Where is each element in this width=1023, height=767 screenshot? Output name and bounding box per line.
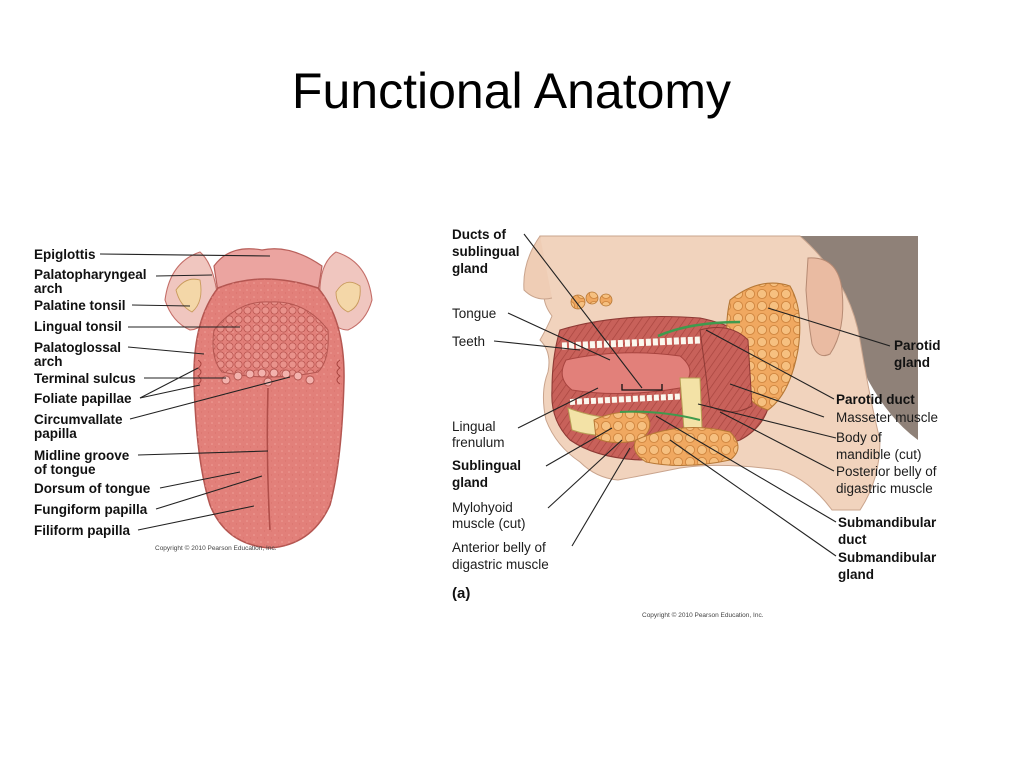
label-midline-groove: Midline groove <box>34 448 130 463</box>
label-sublingual-gland: Sublingual <box>452 458 521 473</box>
label-submandibular-gland: Submandibular <box>838 550 937 565</box>
label-fungiform-papilla: Fungiform papilla <box>34 502 148 517</box>
tongue-labels: Epiglottis Palatopharyngeal arch Palatin… <box>34 247 277 552</box>
label-circumvallate-papilla-line2: papilla <box>34 426 77 441</box>
label-lingual-frenulum: Lingual <box>452 419 496 434</box>
label-posterior-belly-digastric-line2: digastric muscle <box>836 481 933 496</box>
label-teeth: Teeth <box>452 334 485 349</box>
slide-title: Functional Anatomy <box>291 63 732 119</box>
label-lingual-frenulum-line2: frenulum <box>452 435 505 450</box>
label-circumvallate-papilla: Circumvallate <box>34 412 123 427</box>
label-posterior-belly-digastric: Posterior belly of <box>836 464 937 479</box>
label-anterior-belly-digastric-line2: digastric muscle <box>452 557 549 572</box>
label-ducts-line3: gland <box>452 261 488 276</box>
label-palatoglossal-arch: Palatoglossal <box>34 340 121 355</box>
label-body-of-mandible: Body of <box>836 430 882 445</box>
label-palatopharyngeal-arch-line2: arch <box>34 281 63 296</box>
tongue-illustration <box>164 248 373 549</box>
label-submandibular-duct: Submandibular <box>838 515 937 530</box>
label-foliate-papillae: Foliate papillae <box>34 391 132 406</box>
label-ducts-of-sublingual-gland: Ducts of <box>452 227 507 242</box>
label-midline-groove-line2: of tongue <box>34 462 96 477</box>
head-labels-left: Ducts of sublingual gland Tongue Teeth L… <box>452 227 549 602</box>
label-masseter-muscle: Masseter muscle <box>836 410 938 425</box>
label-parotid-gland-line2: gland <box>894 355 930 370</box>
label-palatopharyngeal-arch: Palatopharyngeal <box>34 267 147 282</box>
panel-letter: (a) <box>452 585 470 602</box>
label-mylohyoid-muscle-line2: muscle (cut) <box>452 516 526 531</box>
label-anterior-belly-digastric: Anterior belly of <box>452 540 546 555</box>
head-illustration <box>523 235 918 511</box>
label-filiform-papilla: Filiform papilla <box>34 523 131 538</box>
label-lingual-tonsil: Lingual tonsil <box>34 319 122 334</box>
label-submandibular-gland-line2: gland <box>838 567 874 582</box>
head-leader-lines <box>493 233 891 557</box>
tongue-leader-lines <box>99 253 291 531</box>
label-parotid-duct: Parotid duct <box>836 392 915 407</box>
label-submandibular-duct-line2: duct <box>838 532 867 547</box>
label-epiglottis: Epiglottis <box>34 247 96 262</box>
label-body-of-mandible-line2: mandible (cut) <box>836 447 922 462</box>
label-tongue: Tongue <box>452 306 496 321</box>
label-parotid-gland: Parotid <box>894 338 941 353</box>
head-labels-right: Parotid gland Parotid duct Masseter musc… <box>642 338 941 619</box>
label-sublingual-gland-line2: gland <box>452 475 488 490</box>
label-palatine-tonsil: Palatine tonsil <box>34 298 126 313</box>
label-palatoglossal-arch-line2: arch <box>34 354 63 369</box>
head-copyright: Copyright © 2010 Pearson Education, Inc. <box>642 611 764 619</box>
tongue-copyright: Copyright © 2010 Pearson Education, Inc. <box>155 544 277 552</box>
label-ducts-line2: sublingual <box>452 244 520 259</box>
label-mylohyoid-muscle: Mylohyoid <box>452 500 513 515</box>
label-terminal-sulcus: Terminal sulcus <box>34 371 136 386</box>
label-dorsum-of-tongue: Dorsum of tongue <box>34 481 151 496</box>
